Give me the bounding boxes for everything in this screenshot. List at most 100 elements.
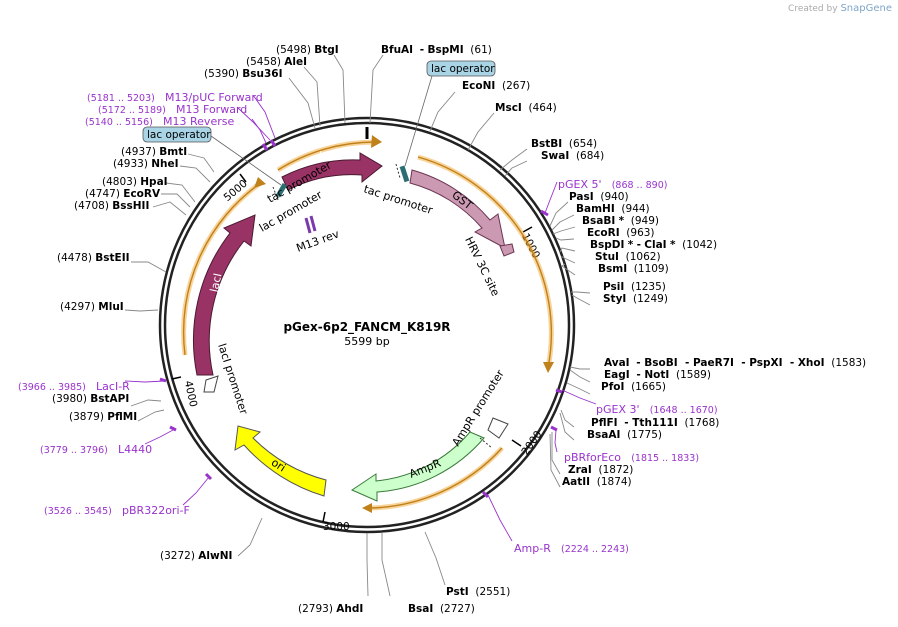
primer-range: (1648 .. 1670) [649,405,718,416]
primer-pgex-3[interactable]: pGEX 3' (1648 .. 1670) [596,398,718,417]
enzyme-pfoi[interactable]: PfoI (1665) [601,381,666,393]
hrv-3c-site-feature[interactable] [499,243,515,257]
enzyme-bsshii[interactable]: (4708) BssHII [74,200,149,212]
enzyme-name: BstEII [95,252,130,264]
enzyme-aatii[interactable]: AatII (1874) [562,476,632,488]
enzyme-pos: (4708) [74,200,109,212]
primer-l4440[interactable]: (3779 .. 3796) L4440 [40,438,152,457]
enzyme-bsaai[interactable]: BsaAI (1775) [587,429,662,441]
enzyme-isoschizomers: - NotI [636,369,670,381]
enzyme-stui[interactable]: StuI (1062) [595,251,661,263]
ori-label: ori [269,456,288,475]
enzyme-hpai[interactable]: (4803) HpaI [102,176,168,188]
enzyme-swai[interactable]: SwaI (684) [541,150,604,162]
enzyme-pos: (464) [528,102,557,114]
enzyme-name: BmtI [159,146,188,158]
ampr-promoter-arrow[interactable] [487,417,509,439]
enzyme-ahdi[interactable]: (2793) AhdI [298,603,363,615]
primer-m13-forward[interactable]: (5172 .. 5189) M13 Forward [98,98,247,117]
enzyme-bsteii[interactable]: (4478) BstEII [57,252,130,264]
enzyme-pos: (4933) [113,158,148,170]
primer-name: L4440 [118,443,153,456]
laci-promoter-arrow[interactable] [203,375,219,393]
primer-m13-reverse[interactable]: (5140 .. 5156) M13 Reverse [85,110,234,129]
enzyme-name: AatII [562,476,591,488]
primer-pbrforeco[interactable]: pBRforEco (1815 .. 1833) [564,446,699,465]
lac-operator-box-2[interactable] [142,126,212,143]
enzyme-pos: (944) [621,203,650,215]
ampr-feature[interactable] [350,431,485,502]
lac-operator-box-1[interactable] [426,60,496,77]
lac-operator-marker-2[interactable] [275,182,288,198]
enzyme-btgi[interactable]: (5498) BtgI [276,44,339,56]
enzyme-name: EagI [604,369,630,381]
enzyme-ecorv[interactable]: (4747) EcoRV [85,188,160,200]
enzyme-bstbi[interactable]: BstBI (654) [531,138,597,150]
enzyme-name: PsiI [603,281,625,293]
enzyme-bspdi[interactable]: BspDI * - ClaI * (1042) [590,239,717,251]
enzyme-bmti[interactable]: (4937) BmtI [121,146,187,158]
enzyme-name: BspDI [590,239,625,251]
enzyme-eagi[interactable]: EagI - NotI (1589) [604,369,711,381]
primer-name: LacI-R [96,380,130,393]
primer-name: M13/pUC Forward [165,91,263,104]
enzyme-name: StuI [595,251,619,263]
enzyme-avai[interactable]: AvaI - BsoBI - PaeR7I - PspXI - XhoI (15… [604,357,866,369]
enzyme-bsabi[interactable]: BsaBI * (949) [582,215,659,227]
tick-label-3000: 3000 [323,521,350,533]
lacza-label: lacZα [319,147,351,163]
primer-name: pBRforEco [564,451,622,464]
primer-amp-r[interactable]: Amp-R (2224 .. 2243) [514,537,629,556]
enzyme-pos: (1775) [627,429,662,441]
enzyme-zrai[interactable]: ZraI (1872) [568,464,633,476]
enzyme-bfuai[interactable]: BfuAI - BspMI (61) [381,44,492,56]
primer-range: (5140 .. 5156) [85,117,153,128]
enzyme-pos: (963) [626,227,655,239]
enzyme-name: AlwNI [198,550,233,562]
enzyme-msci[interactable]: MscI (464) [495,102,557,114]
enzyme-pflfi[interactable]: PflFI - Tth111I (1768) [591,417,719,429]
enzyme-alwni[interactable]: (3272) AlwNI [160,550,232,562]
tac-promoter-dash-1 [395,163,401,179]
enzyme-pos: (1249) [633,293,668,305]
enzyme-name: HpaI [140,176,168,188]
enzyme-star: * [627,239,634,251]
enzyme-styi[interactable]: StyI (1249) [603,293,668,305]
enzyme-name: BsaBI [582,215,616,227]
enzyme-leaders [124,54,591,597]
enzyme-pos: (949) [630,215,660,227]
enzyme-psii[interactable]: PsiI (1235) [603,281,666,293]
enzyme-pflmi[interactable]: (3879) PflMI [69,411,137,423]
enzyme-name: BsmI [598,263,628,275]
lacza-feature[interactable] [281,152,383,191]
enzyme-alei[interactable]: (5458) AleI [246,56,307,68]
ori-feature[interactable] [234,425,327,497]
enzyme-bsmi[interactable]: BsmI (1109) [598,263,669,275]
primer-range: (2224 .. 2243) [561,544,629,555]
credit-prefix: Created by [788,4,838,14]
enzyme-econi[interactable]: EcoNI (267) [462,80,530,92]
primer-pbr322ori-f[interactable]: (3526 .. 3545) pBR322ori-F [44,499,190,518]
laci-feature[interactable] [192,214,256,376]
snapgene-credit: Created by SnapGene [788,3,892,14]
enzyme-mlui[interactable]: (4297) MluI [60,301,124,313]
enzyme-bsu36i[interactable]: (5390) Bsu36I [204,68,283,80]
enzyme-ecori[interactable]: EcoRI (963) [587,227,655,239]
enzyme-pos: (5390) [204,68,239,80]
primer-range: (3779 .. 3796) [40,445,108,456]
enzyme-psti[interactable]: PstI (2551) [446,586,510,598]
enzyme-pos: (2727) [439,603,475,615]
primer-laci-r[interactable]: (3966 .. 3985) LacI-R [18,375,130,394]
enzyme-bsai[interactable]: BsaI (2727) [408,603,475,615]
lac-operator-marker-1[interactable] [399,165,410,183]
primer-pgex-5[interactable]: pGEX 5' (868 .. 890) [558,173,667,192]
enzyme-bamhi[interactable]: BamHI (944) [576,203,650,215]
enzyme-name: ZraI [568,464,592,476]
enzyme-bstapi[interactable]: (3980) BstAPI [52,393,129,405]
enzyme-pos: (940) [600,191,629,203]
backbone-inner [163,121,571,529]
primer-m13-puc-forward[interactable]: (5181 .. 5203) M13/pUC Forward [87,86,263,105]
enzyme-nhei[interactable]: (4933) NheI [113,158,179,170]
enzyme-pasi[interactable]: PasI (940) [569,191,629,203]
